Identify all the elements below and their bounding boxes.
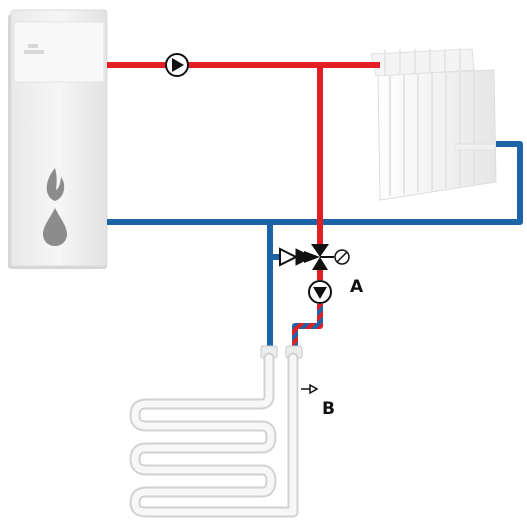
mixing-pump-icon: [308, 280, 332, 304]
label-b: B: [322, 399, 335, 419]
underfloor-heating-coil: [129, 352, 299, 518]
oil-drop-icon: [43, 208, 67, 246]
three-way-mixing-valve-icon: [304, 244, 334, 270]
boiler: [8, 9, 108, 269]
label-a: A: [350, 277, 364, 297]
temperature-sensor-icon: [301, 383, 319, 395]
actuator-icon: [334, 249, 350, 265]
mixed-flow-pipe: [292, 304, 323, 349]
radiator: [370, 48, 497, 201]
circulation-pump-icon: [165, 53, 189, 77]
supply-pipes: [107, 62, 380, 280]
flame-icon: [46, 168, 65, 201]
